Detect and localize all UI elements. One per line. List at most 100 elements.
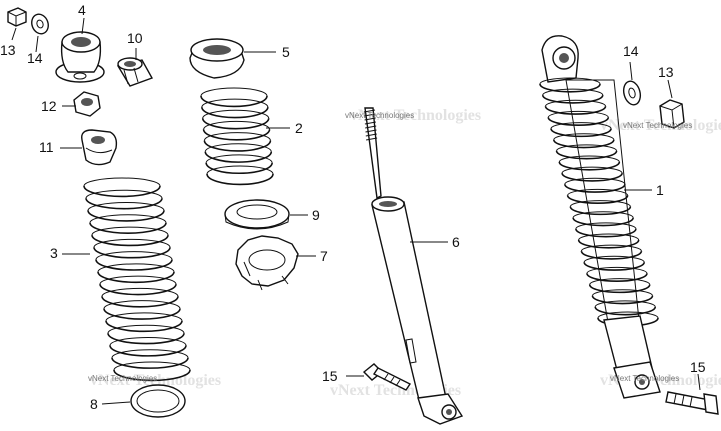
spring-coil-back <box>564 177 626 185</box>
spring-coil-back <box>569 200 631 207</box>
spring-coil-front <box>586 273 648 283</box>
spring-coil-back <box>113 361 191 371</box>
spring-coil-front <box>85 198 163 210</box>
callout-9: 9 <box>312 207 320 223</box>
spring-coil-front <box>91 234 169 247</box>
rod-thread <box>364 121 376 125</box>
spring-coil-front <box>547 117 610 127</box>
spring-coil-front <box>583 262 645 271</box>
spring-coil-front <box>87 210 165 222</box>
spring-coil-front <box>588 284 651 294</box>
spring-coil-front <box>83 185 161 198</box>
spring-coil-back <box>205 154 273 163</box>
spring-coil-front <box>203 140 272 152</box>
rod-thread <box>364 117 376 121</box>
spring-coil-back <box>547 110 609 118</box>
spring-coil-back <box>589 278 651 285</box>
spring-coil-back <box>597 311 659 319</box>
spring-coil-front <box>101 296 179 308</box>
bolt-part-15-center <box>362 363 412 391</box>
spring-coil-back <box>103 300 181 309</box>
washer-part-14-right <box>622 80 642 106</box>
spring-coil-front <box>550 128 612 138</box>
spring-coil-front <box>558 161 621 171</box>
spring-coil-back <box>109 336 187 346</box>
cap-nut-part-13-left <box>7 7 27 27</box>
spring-coil-back <box>586 266 648 274</box>
spring-coil-back <box>558 155 620 163</box>
watermark-ghost: vNext Technologies <box>350 107 481 124</box>
spring-seat-part-5 <box>189 38 245 79</box>
shock-absorber-assembly-part-1 <box>539 35 661 399</box>
callout-10: 10 <box>127 30 143 46</box>
spring-coil-back <box>201 98 269 108</box>
watermark-label: vNext Technologies <box>88 374 157 383</box>
callout-15-right: 15 <box>690 359 706 375</box>
spring-coil-back <box>204 143 272 152</box>
spring-coil-front <box>206 173 274 186</box>
spring-coil-front <box>539 83 601 93</box>
spring-coil-front <box>564 184 626 193</box>
spring-coil-front <box>93 247 171 259</box>
spring-coil-front <box>572 217 634 227</box>
spring-coil-front <box>109 345 187 357</box>
spring-coil-back <box>105 312 183 322</box>
callout-5: 5 <box>282 44 290 60</box>
spring-coil-front <box>591 295 654 305</box>
spring-coil-back <box>583 255 645 263</box>
ring-part-8 <box>130 384 186 418</box>
callout-13-left: 13 <box>0 42 16 58</box>
spring-coil-front <box>95 259 173 271</box>
medium-spring-part-2 <box>200 87 274 186</box>
rod-thread <box>365 129 377 133</box>
spring-coil-front <box>89 222 167 234</box>
spring-coil-back <box>556 144 618 152</box>
nut-part-12 <box>73 91 101 117</box>
spring-coil-back <box>206 165 274 175</box>
spring-seat-part-9 <box>224 199 290 230</box>
rod-thread <box>364 113 376 117</box>
spring-coil-front <box>202 129 271 141</box>
spring-coil-back <box>200 87 268 97</box>
washer-part-14-left <box>31 13 49 35</box>
damper-unit-part-6 <box>363 107 464 425</box>
callout-12: 12 <box>41 98 57 114</box>
spring-coil-back <box>97 263 175 272</box>
callout-8: 8 <box>90 396 98 412</box>
callout-1: 1 <box>656 182 664 198</box>
spring-coil-back <box>91 226 169 236</box>
spring-coil-back <box>111 349 189 358</box>
spring-coil-back <box>575 222 637 230</box>
callout-2: 2 <box>295 120 303 136</box>
spring-coil-back <box>539 77 601 85</box>
spring-coil-front <box>205 162 273 175</box>
spring-coil-front <box>555 150 618 160</box>
spring-coil-front <box>201 118 270 130</box>
spring-coil-front <box>97 271 175 284</box>
spring-coil-front <box>111 357 189 369</box>
callout-labels: 13 14 4 10 12 11 3 8 5 2 9 7 6 15 1 14 1… <box>0 2 706 412</box>
spring-coil-back <box>594 300 656 308</box>
spring-coil-back <box>572 211 634 218</box>
spring-coil-front <box>580 250 643 260</box>
spring-coil-back <box>550 122 612 129</box>
spring-coil-front <box>566 195 629 205</box>
spring-coil-front <box>103 308 181 320</box>
spring-coil-back <box>99 275 177 285</box>
rod-thread <box>365 125 377 129</box>
spring-coil-front <box>99 283 177 296</box>
spring-coil-back <box>85 189 163 199</box>
spring-coil-back <box>545 99 607 107</box>
watermark-label: vNext Technologies <box>623 121 692 130</box>
spring-coil-back <box>93 238 171 248</box>
spring-coil-back <box>83 177 161 187</box>
spring-coil-back <box>553 133 615 140</box>
spring-coil-front <box>201 106 269 119</box>
leader-lines <box>11 17 701 405</box>
spring-coil-front <box>553 139 615 149</box>
watermark-ghost: vNext Technologies <box>600 117 721 134</box>
bolt-part-15-right <box>665 391 719 415</box>
spring-coil-back <box>542 88 604 96</box>
spring-coil-front <box>541 94 604 104</box>
